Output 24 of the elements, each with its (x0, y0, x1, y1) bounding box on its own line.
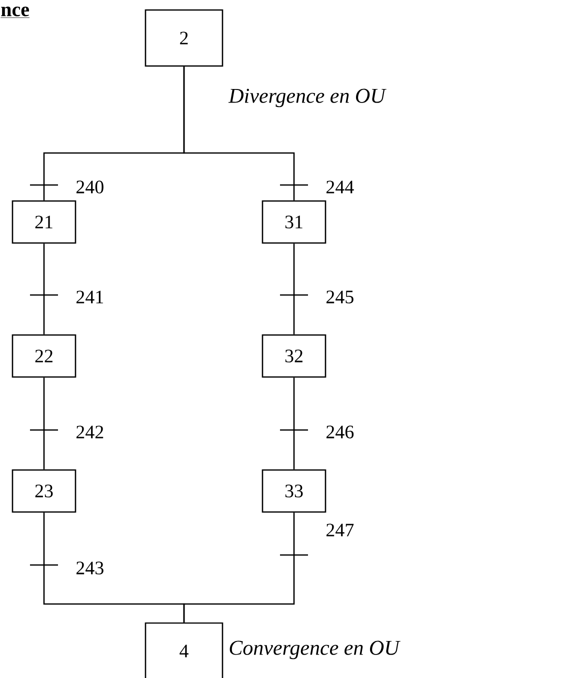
transition-label: 241 (76, 290, 103, 304)
step-box: 33 (262, 469, 326, 513)
step-box: 31 (262, 200, 326, 244)
step-box: 23 (12, 469, 76, 513)
heading: nce (0, 6, 30, 18)
link-line (293, 244, 295, 334)
link-line (43, 378, 45, 470)
step-box: 22 (12, 334, 76, 378)
transition-label: 244 (326, 180, 354, 194)
link-line (183, 512, 295, 622)
step-box: 32 (262, 334, 326, 378)
annotation: Divergence en OU (228, 88, 386, 108)
transition-label: 247 (326, 524, 354, 536)
transition-label: 240 (76, 180, 104, 194)
step-box: 4 (144, 622, 224, 678)
link-line (293, 378, 295, 470)
transition-label: 246 (326, 426, 354, 438)
transition-label: 245 (326, 290, 354, 304)
link-line (43, 244, 45, 334)
transition-label: 243 (76, 562, 104, 574)
step-box: 2 (144, 9, 224, 67)
transition-label: 242 (76, 426, 104, 438)
step-box: 21 (12, 200, 76, 244)
link-line (183, 66, 295, 200)
